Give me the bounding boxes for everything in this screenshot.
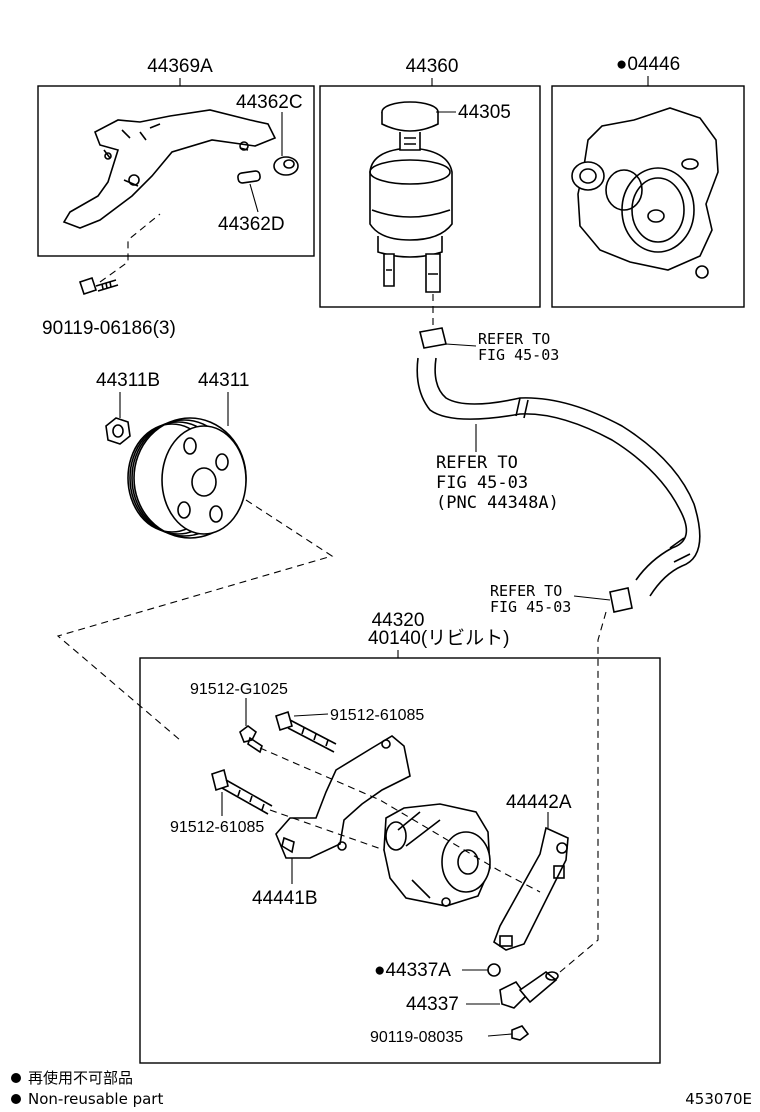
label-44362d: 44362D: [218, 214, 285, 235]
bolt-91512-61085-lower-drawing: [211, 768, 273, 815]
label-44369a: 44369A: [147, 56, 213, 77]
label-40140: 40140(リビルト): [368, 627, 510, 649]
cap-44305-drawing: [381, 101, 439, 151]
refer-2-line3: (PNC 44348A): [436, 493, 559, 513]
bolt-91512-g1025-drawing: [239, 725, 263, 754]
diagram-id: 453070E: [685, 1090, 752, 1108]
label-44441b: 44441B: [252, 888, 318, 909]
refer-2-line2: FIG 45-03: [436, 473, 528, 493]
pump-body-drawing: [383, 803, 491, 907]
label-44311: 44311: [198, 370, 249, 391]
legend-dot-jp: [11, 1073, 21, 1083]
label-44360: 44360: [406, 56, 459, 77]
refer-2-line1: REFER TO: [436, 453, 518, 473]
oring-44337a-drawing: [487, 963, 501, 977]
label-04446: ●04446: [616, 54, 680, 75]
label-44320: 44320: [372, 610, 425, 631]
refer-3-line1: REFER TO: [490, 582, 562, 600]
label-44337a: ●44337A: [374, 960, 451, 981]
refer-1-line2: FIG 45-03: [478, 346, 559, 364]
label-44305: 44305: [458, 102, 511, 123]
label-44337: 44337: [406, 994, 459, 1015]
nut-44311b-drawing: [105, 417, 131, 445]
frame-reservoir-assy: [319, 85, 541, 308]
legend-jp: 再使用不可部品: [28, 1069, 133, 1087]
label-90119-08035: 90119-08035: [370, 1029, 463, 1046]
legend-en: Non-reusable part: [28, 1090, 163, 1108]
union-44337-drawing: [499, 971, 559, 1009]
bracket-44369a-drawing: [62, 109, 277, 229]
label-90119-06186: 90119-06186(3): [42, 318, 176, 339]
label-91512-g1025: 91512-G1025: [190, 681, 288, 698]
frame-bracket-assy: [37, 85, 315, 257]
stay-44442a-drawing: [493, 826, 569, 951]
gasket-kit-04446-drawing: [571, 107, 719, 279]
reservoir-44360-drawing: [369, 147, 453, 293]
legend-dot-en: [11, 1094, 21, 1104]
bolt-91512-61085-upper-drawing: [275, 710, 337, 753]
spacer-44362d-drawing: [237, 170, 261, 184]
pulley-44311-drawing: [127, 417, 247, 539]
bracket-44441b-drawing: [275, 735, 411, 859]
hose-drawing: [416, 327, 701, 613]
label-44442a: 44442A: [506, 792, 572, 813]
refer-1-line1: REFER TO: [478, 330, 550, 348]
label-91512-61085-b: 91512-61085: [170, 819, 264, 836]
frame-pump-assy: [139, 657, 661, 1064]
label-91512-61085-a: 91512-61085: [330, 707, 424, 724]
label-44311b: 44311B: [96, 370, 160, 391]
bolt-90119-08035-drawing: [511, 1025, 530, 1041]
frame-gasket-kit: [551, 85, 745, 308]
spacer-44362c-drawing: [273, 156, 299, 176]
label-44362c: 44362C: [236, 92, 303, 113]
bolt-90119-06186-drawing: [78, 276, 119, 296]
refer-3-line2: FIG 45-03: [490, 598, 571, 616]
